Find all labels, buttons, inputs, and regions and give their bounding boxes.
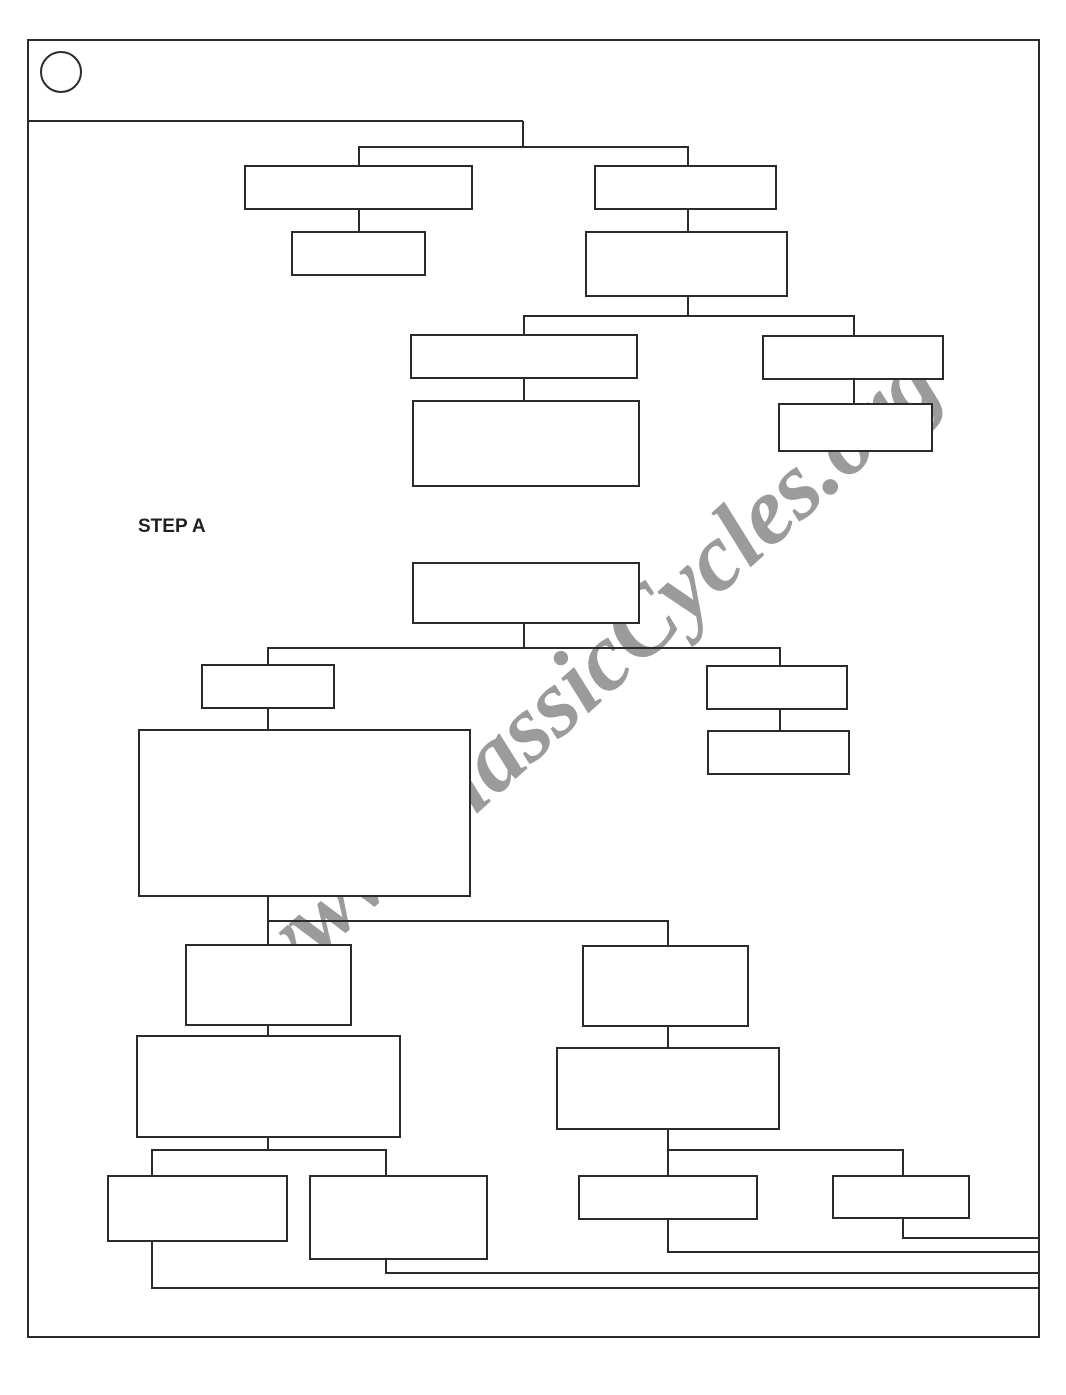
connector — [358, 146, 689, 166]
flowchart-box — [201, 664, 335, 709]
flowchart-box — [707, 730, 850, 775]
exit-connector — [902, 1218, 1039, 1239]
flowchart-box — [244, 165, 473, 210]
flowchart-box — [410, 334, 638, 379]
connector — [523, 315, 855, 336]
connector — [668, 1149, 904, 1176]
flowchart-box — [556, 1047, 780, 1130]
chapter-number-circle — [40, 51, 82, 93]
step-label: STEP A — [138, 516, 206, 537]
flowchart-box — [107, 1175, 288, 1242]
flowchart-boxes-upper — [244, 165, 944, 487]
connectors-lower — [151, 623, 1039, 1289]
connector — [268, 920, 669, 946]
flowchart-box — [762, 335, 944, 380]
flowchart-boxes-lower — [107, 562, 970, 1260]
flowchart-box — [585, 231, 788, 297]
flowchart-box — [778, 403, 933, 452]
flowchart-box — [706, 665, 848, 710]
flowchart-box — [291, 231, 426, 276]
exit-connector — [385, 1259, 1039, 1274]
flowchart-box — [412, 562, 640, 624]
flowchart-box — [578, 1175, 758, 1220]
exit-connector — [667, 1219, 1039, 1253]
flowchart-box — [136, 1035, 401, 1138]
connectors-upper — [358, 121, 855, 404]
page-frame — [27, 39, 1040, 1338]
connector — [267, 647, 781, 666]
flowchart-box — [138, 729, 471, 897]
flowchart-box — [412, 400, 640, 487]
flowchart-box — [582, 945, 749, 1027]
flowchart-box — [594, 165, 777, 210]
flowchart-box — [832, 1175, 970, 1219]
flowchart-box — [185, 944, 352, 1026]
exit-connector — [151, 1241, 1039, 1289]
flowchart-box — [309, 1175, 488, 1260]
connector — [151, 1149, 387, 1176]
